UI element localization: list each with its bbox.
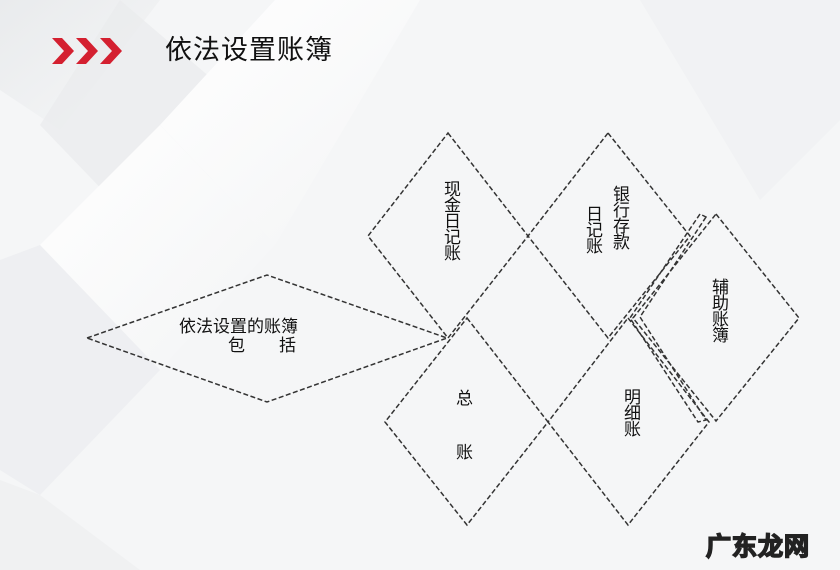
auxiliary-ledger-shadow [629, 213, 708, 423]
bank-journal-label-col2: 日记账 [582, 205, 602, 253]
bank-journal-label-col1: 银行存款 [609, 185, 629, 249]
cash-journal-label: 现金日记账 [440, 180, 460, 260]
bank-journal-diamond [527, 131, 691, 340]
auxiliary-ledger-diamond [632, 212, 800, 423]
subsidiary-ledger-label: 明细账 [620, 388, 640, 436]
triple-chevron-right-icon [52, 38, 122, 64]
root-node: 依法设置的账簿 包 括 [148, 318, 298, 356]
slide-header: 依法设置账簿 [0, 0, 840, 100]
general-ledger-diamond [384, 316, 549, 527]
root-label-line2: 包 括 [228, 336, 296, 356]
watermark-logo: 广东龙网 [705, 531, 811, 562]
auxiliary-ledger-label: 辅助账簿 [708, 278, 728, 342]
general-ledger-label-bottom: 账 [456, 443, 473, 463]
root-label-line1: 依法设置的账簿 [179, 317, 298, 337]
subsidiary-ledger-diamond [547, 316, 710, 527]
general-ledger-label-top: 总 [456, 389, 473, 409]
page-title: 依法设置账簿 [165, 35, 333, 66]
cash-journal-diamond [367, 131, 529, 340]
